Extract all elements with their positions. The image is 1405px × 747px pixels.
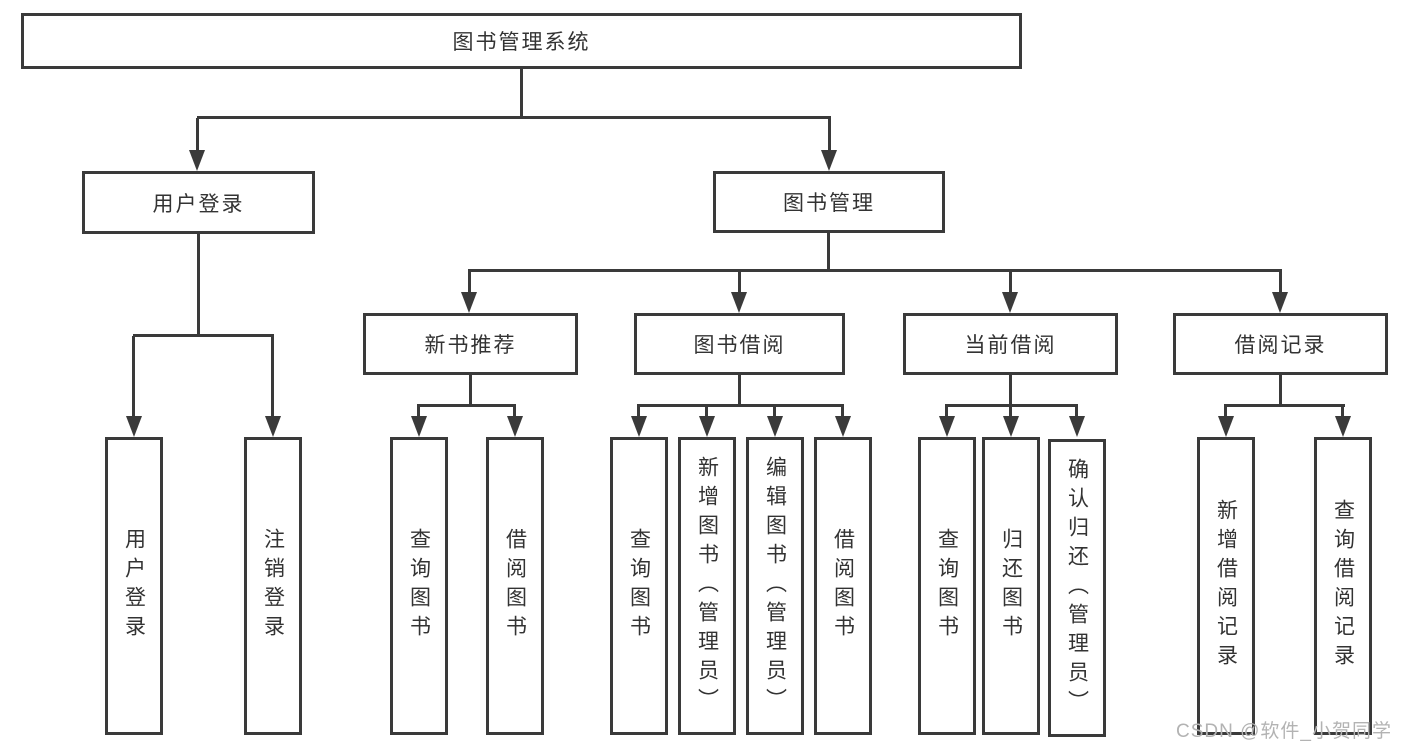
connector-book-borrow-stem xyxy=(738,375,741,406)
arrowhead xyxy=(1069,416,1085,437)
node-logout-leaf: 注销登录 xyxy=(244,437,302,735)
connector-book-mgmt-drop-3 xyxy=(1009,272,1012,293)
connector-new-book-stem xyxy=(469,375,472,406)
arrowhead xyxy=(767,416,783,437)
arrowhead xyxy=(835,416,851,437)
connector-book-mgmt-stem xyxy=(827,233,830,271)
node-cb-return-label: 归还图书 xyxy=(999,528,1023,644)
node-book-mgmt-label: 图书管理 xyxy=(783,192,875,215)
connector-book-borrow-drop-4 xyxy=(841,406,844,416)
connector-user-login-bar xyxy=(133,334,274,337)
connector-user-login-drop-2 xyxy=(271,336,274,416)
node-cb-return: 归还图书 xyxy=(982,437,1040,735)
arrowhead xyxy=(189,150,205,171)
connector-root-drop-1 xyxy=(196,118,199,151)
node-current-borrow: 当前借阅 xyxy=(903,313,1118,375)
connector-borrow-record-drop-2 xyxy=(1341,406,1344,416)
node-user-login-label: 用户登录 xyxy=(152,192,245,216)
connector-current-borrow-bar xyxy=(945,404,1078,407)
arrowhead xyxy=(1003,416,1019,437)
node-bb-query: 查询图书 xyxy=(610,437,668,735)
node-user-login: 用户登录 xyxy=(82,171,315,234)
node-borrow-record: 借阅记录 xyxy=(1173,313,1388,375)
node-nb-borrow: 借阅图书 xyxy=(486,437,544,735)
node-br-query-label: 查询借阅记录 xyxy=(1331,499,1355,673)
node-bb-edit-label: 编辑图书（管理员） xyxy=(763,455,787,717)
node-nb-borrow-label: 借阅图书 xyxy=(503,528,527,644)
node-book-borrow-label: 图书借阅 xyxy=(693,334,786,357)
connector-current-borrow-drop-2 xyxy=(1009,406,1012,416)
connector-current-borrow-drop-1 xyxy=(945,406,948,416)
arrowhead xyxy=(699,416,715,437)
node-bb-query-label: 查询图书 xyxy=(627,528,651,644)
node-root-label: 图书管理系统 xyxy=(452,31,591,54)
arrowhead xyxy=(126,416,142,437)
node-new-book-label: 新书推荐 xyxy=(424,334,517,357)
arrowhead xyxy=(265,416,281,437)
connector-book-borrow-drop-1 xyxy=(637,406,640,416)
node-bb-add: 新增图书（管理员） xyxy=(678,437,736,735)
node-br-add-label: 新增借阅记录 xyxy=(1214,499,1238,673)
node-bb-edit: 编辑图书（管理员） xyxy=(746,437,804,735)
arrowhead xyxy=(631,416,647,437)
arrowhead xyxy=(821,150,837,171)
connector-book-mgmt-drop-2 xyxy=(738,272,741,293)
node-nb-query-label: 查询图书 xyxy=(407,528,431,644)
node-login-leaf-label: 用户登录 xyxy=(122,528,146,644)
node-cb-confirm: 确认归还（管理员） xyxy=(1048,439,1106,737)
node-new-book: 新书推荐 xyxy=(363,313,578,375)
node-borrow-record-label: 借阅记录 xyxy=(1234,334,1327,357)
arrowhead xyxy=(507,416,523,437)
node-current-borrow-label: 当前借阅 xyxy=(964,334,1057,357)
node-br-query: 查询借阅记录 xyxy=(1314,437,1372,735)
csdn-watermark: CSDN @软件_小贺同学 xyxy=(1176,721,1392,742)
node-br-add: 新增借阅记录 xyxy=(1197,437,1255,735)
connector-root-bar xyxy=(197,116,831,119)
connector-book-mgmt-drop-1 xyxy=(468,272,471,293)
node-nb-query: 查询图书 xyxy=(390,437,448,735)
arrowhead xyxy=(1272,292,1288,313)
connector-new-book-bar xyxy=(417,404,516,407)
arrowhead xyxy=(939,416,955,437)
connector-user-login-stem xyxy=(197,234,200,336)
node-cb-confirm-label: 确认归还（管理员） xyxy=(1065,457,1089,719)
node-root: 图书管理系统 xyxy=(21,13,1022,69)
node-cb-query: 查询图书 xyxy=(918,437,976,735)
arrowhead xyxy=(411,416,427,437)
connector-borrow-record-bar xyxy=(1224,404,1345,407)
connector-book-borrow-drop-2 xyxy=(705,406,708,416)
node-login-leaf: 用户登录 xyxy=(105,437,163,735)
connector-borrow-record-stem xyxy=(1279,375,1282,406)
connector-book-borrow-drop-3 xyxy=(773,406,776,416)
node-bb-add-label: 新增图书（管理员） xyxy=(695,455,719,717)
node-cb-query-label: 查询图书 xyxy=(935,528,959,644)
connector-root-drop-2 xyxy=(828,118,831,151)
node-book-mgmt: 图书管理 xyxy=(713,171,945,233)
node-bb-borrow-label: 借阅图书 xyxy=(831,528,855,644)
connector-user-login-drop-1 xyxy=(132,336,135,416)
connector-current-borrow-drop-3 xyxy=(1075,406,1078,416)
connector-book-mgmt-bar xyxy=(468,269,1282,272)
node-book-borrow: 图书借阅 xyxy=(634,313,845,375)
connector-book-mgmt-drop-4 xyxy=(1279,272,1282,293)
connector-book-borrow-bar xyxy=(637,404,844,407)
connector-root-stem xyxy=(520,69,523,118)
arrowhead xyxy=(731,292,747,313)
arrowhead xyxy=(461,292,477,313)
arrowhead xyxy=(1002,292,1018,313)
node-logout-leaf-label: 注销登录 xyxy=(261,528,285,644)
arrowhead xyxy=(1335,416,1351,437)
connector-current-borrow-stem xyxy=(1009,375,1012,406)
connector-new-book-drop-2 xyxy=(513,406,516,416)
node-bb-borrow: 借阅图书 xyxy=(814,437,872,735)
connector-new-book-drop-1 xyxy=(417,406,420,416)
arrowhead xyxy=(1218,416,1234,437)
connector-borrow-record-drop-1 xyxy=(1224,406,1227,416)
